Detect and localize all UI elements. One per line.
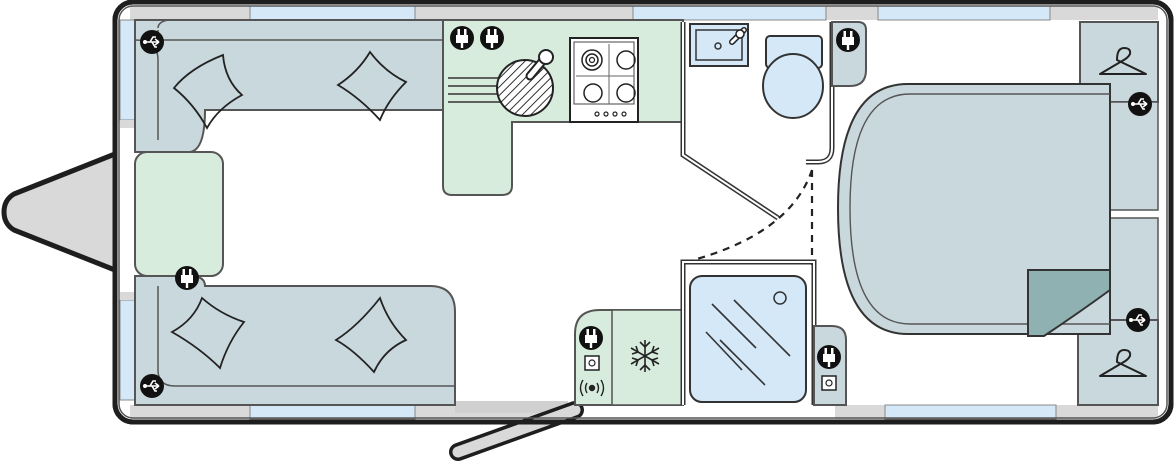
bed-folded-corner — [1027, 269, 1111, 337]
window-front-left-bottom — [249, 404, 416, 420]
snowflake-icon — [630, 340, 660, 372]
window-bedroom-bottom — [884, 404, 1057, 420]
washroom — [680, 21, 867, 265]
mains-socket-icon — [817, 345, 841, 369]
usb-socket-icon — [1128, 92, 1152, 116]
front-chest-table — [134, 151, 224, 277]
window-front-left-top — [249, 5, 416, 21]
window-kitchen-top — [632, 5, 827, 21]
hanger-icon — [1099, 349, 1147, 377]
shower-drain — [773, 291, 787, 305]
entrance-door[interactable] — [449, 401, 584, 461]
cushion-1 — [172, 53, 244, 130]
bedside-top — [1109, 101, 1159, 211]
window-bedroom-top — [877, 5, 1051, 21]
cushion-2 — [336, 50, 408, 122]
usb-socket-icon — [140, 374, 164, 398]
cushion-3 — [170, 296, 246, 370]
round-sink — [496, 59, 554, 117]
rear-bedroom — [836, 21, 1159, 406]
mains-socket-icon — [450, 26, 474, 50]
mains-socket-icon — [836, 28, 860, 52]
mains-socket-icon — [579, 326, 603, 350]
tv-signal-booster-icon — [579, 379, 605, 397]
mains-socket-icon — [175, 266, 199, 290]
tv-aerial-point-kitchen — [584, 355, 600, 371]
usb-sockets — [140, 30, 1152, 398]
mains-socket-icon — [480, 26, 504, 50]
mains-sockets — [175, 26, 860, 369]
sink-drainer — [448, 77, 500, 103]
tap-icon — [525, 49, 554, 81]
shower — [680, 259, 847, 406]
bedside-bottom — [1109, 217, 1159, 321]
cushion-4 — [334, 296, 408, 374]
windows — [119, 5, 1057, 420]
tow-hitch — [1, 149, 123, 275]
hob-icon — [569, 37, 639, 123]
washroom-door-swing — [685, 169, 814, 264]
usb-socket-icon — [1126, 308, 1150, 332]
tv-aerial-point-washroom — [821, 375, 837, 391]
basin-tap-icon — [729, 27, 747, 45]
wall-segments — [130, 6, 1158, 419]
window-front-upper — [119, 19, 136, 121]
front-lounge — [134, 19, 456, 406]
usb-socket-icon — [140, 30, 164, 54]
shower-screen-reflection — [705, 299, 791, 386]
toilet-icon — [762, 35, 824, 119]
window-front-lower — [119, 299, 136, 401]
hanger-icon — [1099, 47, 1147, 75]
sofa-top-back — [157, 19, 169, 29]
